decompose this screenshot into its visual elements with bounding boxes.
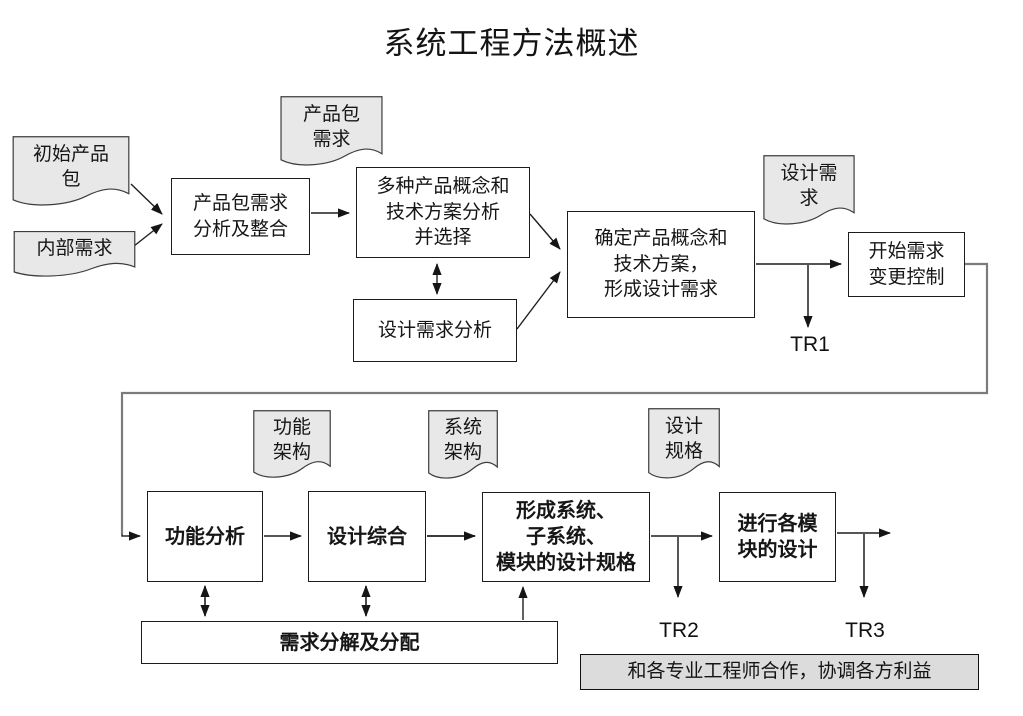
box-start-change-control-label: 开始需求 变更控制: [868, 241, 945, 288]
milestone-tr2-label: TR2: [659, 619, 699, 642]
doc-initial-product-package-label: 初始产品 包: [32, 143, 109, 190]
doc-design-specification: 设计 规格: [648, 408, 720, 485]
document-shape-icon: [428, 410, 498, 485]
box-requirement-decomposition: 需求分解及分配: [141, 621, 558, 664]
box-package-requirement-analysis-label: 产品包需求 分析及整合: [192, 193, 288, 240]
doc-product-package-requirements: 产品包 需求: [280, 96, 383, 172]
box-form-design-specs-label: 形成系统、 子系统、 模块的设计规格: [496, 500, 636, 574]
box-design-requirement-analysis: 设计需求分析: [353, 299, 517, 362]
box-multi-concept-selection: 多种产品概念和 技术方案分析 并选择: [356, 167, 530, 258]
box-module-design: 进行各模 块的设计: [719, 492, 836, 582]
box-design-synthesis: 设计综合: [308, 491, 426, 582]
connector-design-req-analysis-to-confirm: [516, 271, 561, 330]
collaboration-note: 和各专业工程师合作，协调各方利益: [580, 654, 979, 690]
doc-design-requirements-label: 设计需 求: [780, 162, 838, 209]
doc-design-specification-label: 设计 规格: [664, 416, 703, 462]
box-start-change-control: 开始需求 变更控制: [848, 232, 965, 297]
box-requirement-decomposition-label: 需求分解及分配: [279, 631, 420, 654]
box-design-synthesis-label: 设计综合: [327, 525, 407, 548]
box-design-requirement-analysis-label: 设计需求分析: [377, 319, 492, 341]
box-confirm-concept-solution-label: 确定产品概念和 技术方案， 形成设计需求: [594, 228, 728, 301]
connector-initial-package-to-analysis: [130, 183, 163, 215]
box-functional-analysis-label: 功能分析: [165, 525, 245, 548]
document-shape-icon: [12, 136, 130, 212]
connector-multi-concept-to-confirm: [529, 213, 561, 250]
box-functional-analysis: 功能分析: [147, 491, 263, 582]
document-shape-icon: [253, 410, 331, 484]
box-multi-concept-selection-label: 多种产品概念和 技术方案分析 并选择: [376, 176, 510, 249]
doc-system-architecture-label: 系统 架构: [443, 417, 482, 463]
collaboration-note-label: 和各专业工程师合作，协调各方利益: [627, 661, 932, 683]
document-shape-icon: [280, 96, 383, 172]
document-shape-icon: [763, 155, 855, 231]
doc-internal-requirements: 内部需求: [13, 231, 136, 281]
box-form-design-specs: 形成系统、 子系统、 模块的设计规格: [482, 492, 650, 582]
connector-internal-req-to-analysis: [133, 223, 163, 247]
doc-functional-architecture-label: 功能 架构: [272, 416, 311, 463]
connector-feedback-into-functional-analysis: [121, 531, 141, 541]
milestone-tr3-label: TR3: [845, 619, 885, 642]
document-shape-icon: [648, 408, 720, 485]
box-module-design-label: 进行各模 块的设计: [737, 513, 818, 561]
box-package-requirement-analysis: 产品包需求 分析及整合: [171, 178, 310, 255]
diagram-title: 系统工程方法概述: [383, 26, 640, 61]
doc-initial-product-package: 初始产品 包: [12, 136, 130, 212]
doc-system-architecture: 系统 架构: [428, 410, 498, 485]
document-shape-icon: [13, 231, 136, 281]
box-confirm-concept-solution: 确定产品概念和 技术方案， 形成设计需求: [567, 211, 755, 318]
milestone-tr1-label: TR1: [790, 333, 830, 356]
doc-internal-requirements-label: 内部需求: [36, 238, 113, 260]
connector-feedback-loop: [120, 262, 989, 534]
doc-functional-architecture: 功能 架构: [253, 410, 331, 484]
doc-design-requirements: 设计需 求: [763, 155, 855, 231]
doc-product-package-requirements-label: 产品包 需求: [302, 103, 360, 150]
